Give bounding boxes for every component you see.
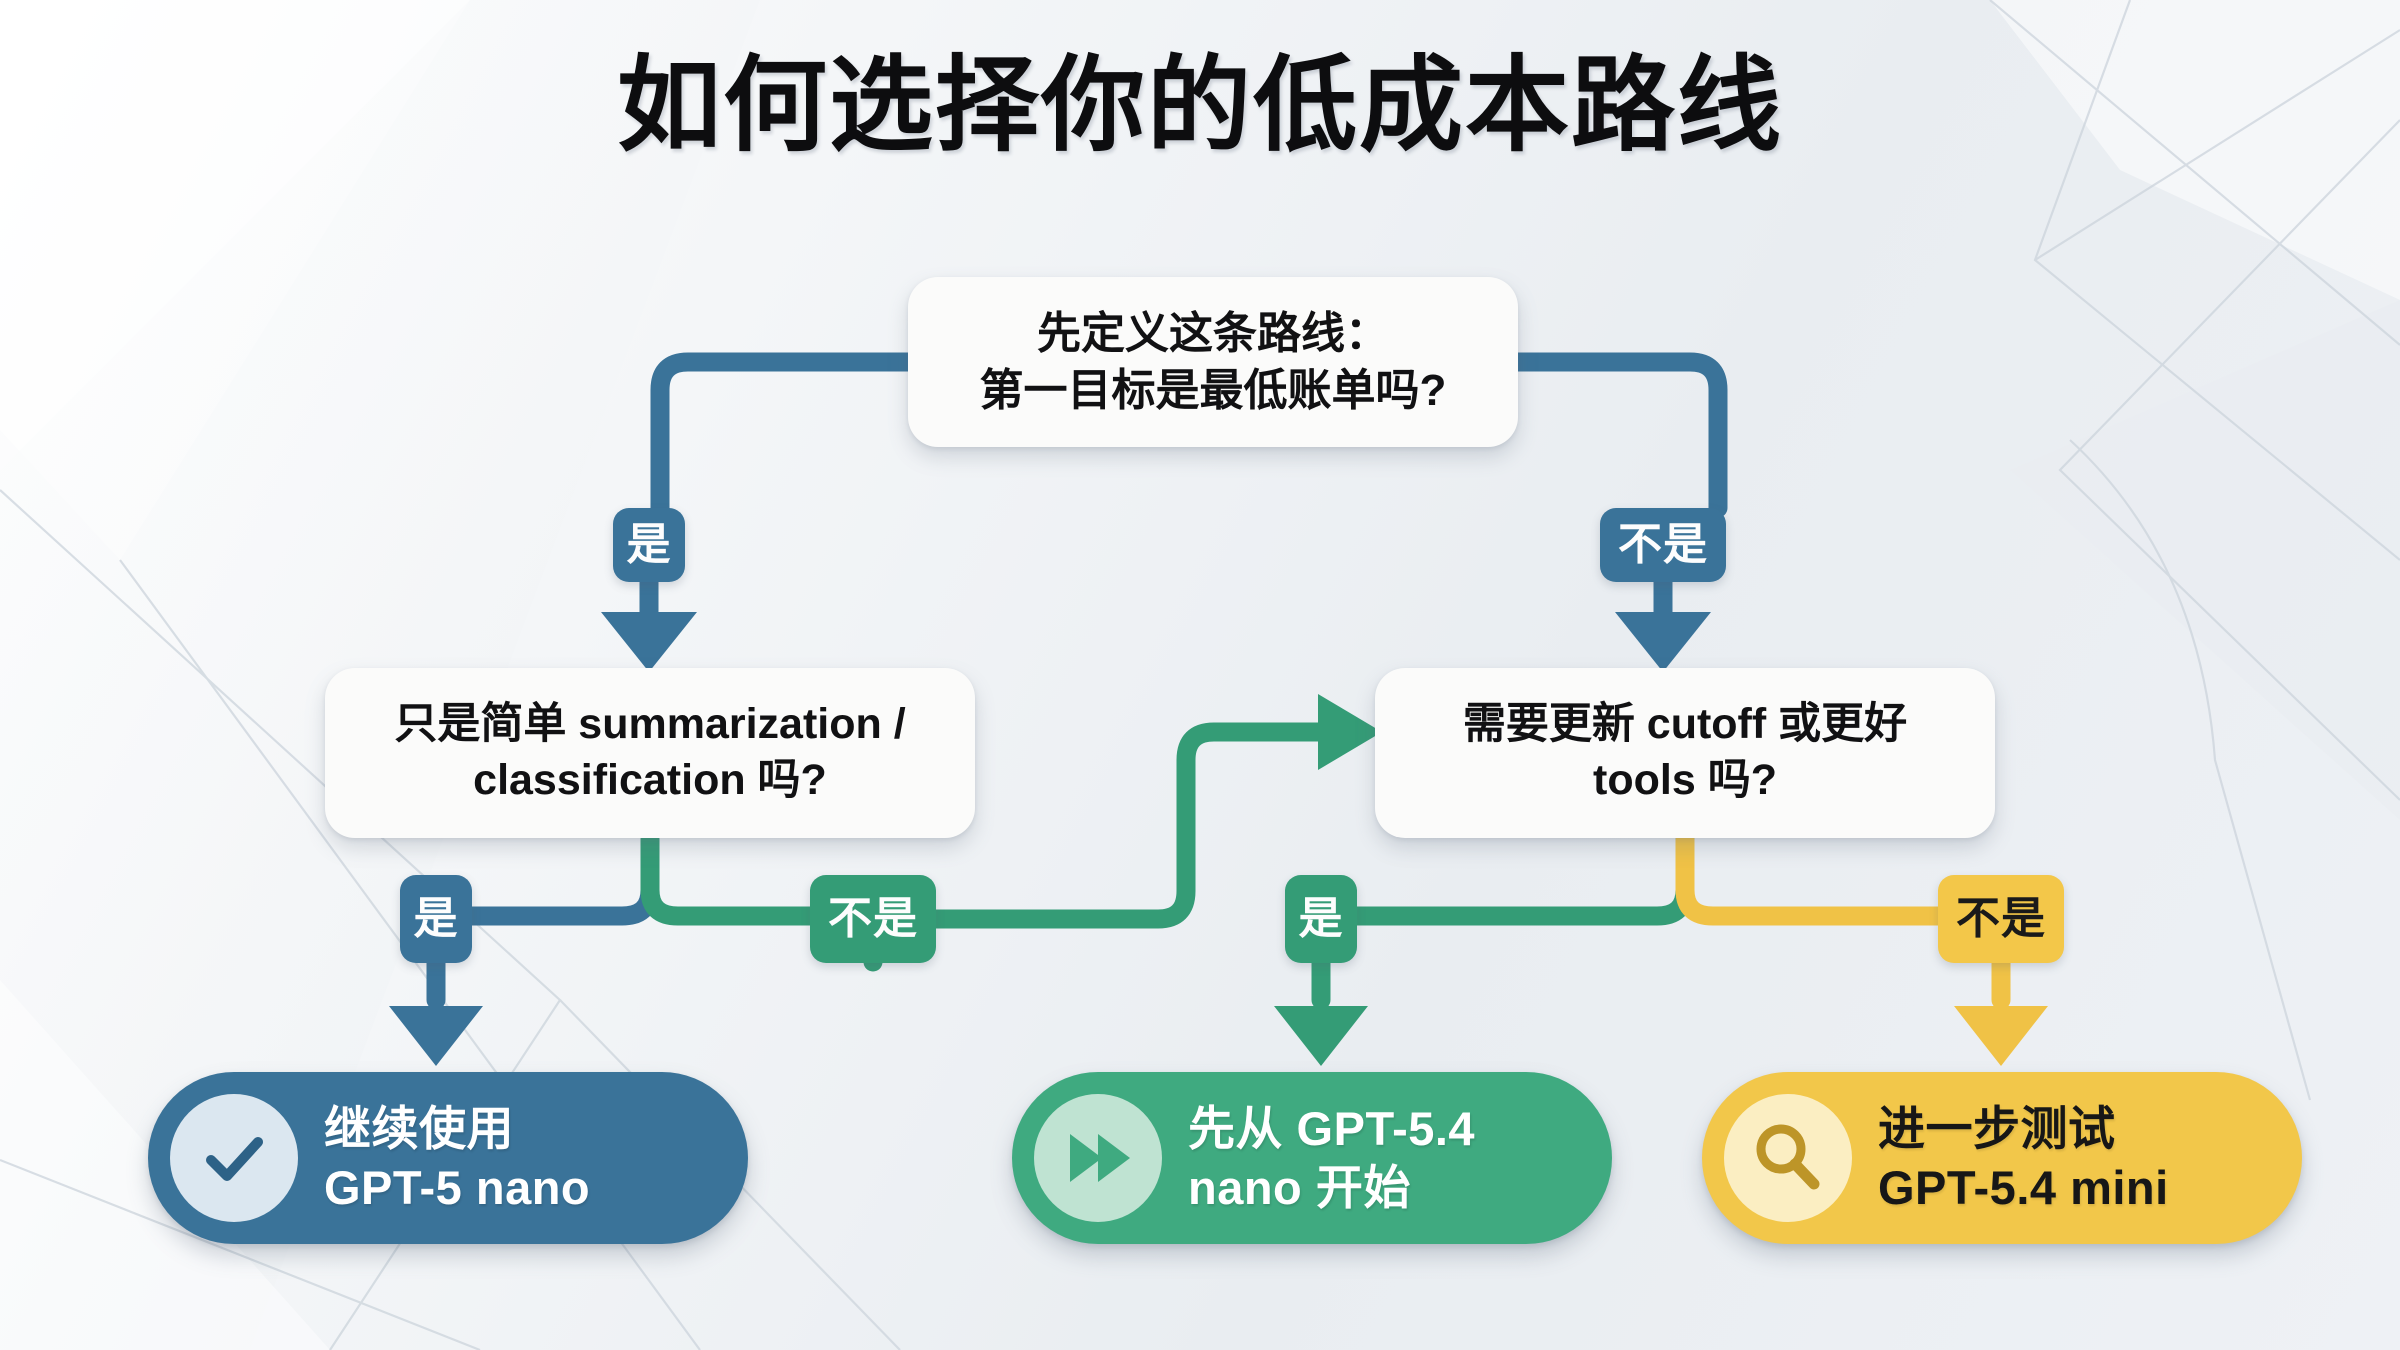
decision-root-line1: 先定义这条路线： [1036, 308, 1389, 358]
decision-right[interactable]: 需要更新 cutoff 或更好 tools 吗? [1375, 668, 1995, 838]
result-pill-continue-nano[interactable]: 继续使用 GPT-5 nano [148, 1072, 748, 1244]
edge-label-left-yes: 是 [400, 875, 472, 963]
check-badge [170, 1094, 298, 1222]
result-pill-test-mini[interactable]: 进一步测试 GPT-5.4 mini [1702, 1072, 2302, 1244]
edge-label-right-no: 不是 [1938, 875, 2064, 963]
edge-label-left-no: 不是 [810, 875, 936, 963]
edge-label-root-yes: 是 [613, 508, 685, 582]
arrowhead-right-yes [1274, 1006, 1368, 1066]
result-pill-start-nano-text: 先从 GPT-5.4 nano 开始 [1188, 1099, 1509, 1217]
decision-left-line2: classification 吗? [473, 756, 827, 804]
fast-forward-icon [1070, 1134, 1130, 1182]
magnifier-badge [1724, 1094, 1852, 1222]
arrowhead-root-yes [601, 612, 697, 672]
edge-right-split-yes [1311, 830, 1695, 972]
edge-root-to-left [650, 352, 918, 518]
check-icon [206, 1137, 263, 1181]
arrowhead-into-right-box [1318, 694, 1382, 770]
decision-right-line1: 需要更新 cutoff 或更好 [1462, 700, 1908, 749]
edge-left-no-to-right-box [926, 722, 1332, 929]
decision-left-line1: 只是简单 summarization / [394, 700, 906, 749]
result-nano-line1: 继续使用 [324, 1101, 514, 1155]
result-test-line2: GPT-5.4 mini [1878, 1161, 2169, 1214]
page-title: 如何选择你的低成本路线 [616, 48, 1783, 164]
decision-root-line2: 第一目标是最低账单吗? [979, 366, 1447, 415]
magnifier-icon [1756, 1124, 1820, 1190]
arrowhead-root-no [1615, 612, 1711, 672]
fast-forward-badge [1034, 1094, 1162, 1222]
result-pill-start-nano[interactable]: 先从 GPT-5.4 nano 开始 [1012, 1072, 1612, 1244]
result-test-line1: 进一步测试 [1878, 1101, 2116, 1155]
arrowhead-left-yes [389, 1006, 483, 1066]
decision-right-line2: tools 吗? [1593, 756, 1777, 804]
result-start-line2: nano 开始 [1188, 1161, 1411, 1214]
result-nano-line2: GPT-5 nano [324, 1161, 591, 1214]
result-pill-continue-nano-text: 继续使用 GPT-5 nano [324, 1099, 624, 1217]
edge-label-root-no: 不是 [1600, 508, 1726, 582]
decision-root[interactable]: 先定义这条路线： 第一目标是最低账单吗? [908, 277, 1518, 447]
decision-left[interactable]: 只是简单 summarization / classification 吗? [325, 668, 975, 838]
result-start-line1: 先从 GPT-5.4 [1188, 1101, 1476, 1155]
edge-root-to-right [1508, 352, 1728, 518]
edge-label-right-yes: 是 [1285, 875, 1357, 963]
arrowhead-right-no [1954, 1006, 2048, 1066]
result-pill-test-mini-text: 进一步测试 GPT-5.4 mini [1878, 1099, 2203, 1217]
